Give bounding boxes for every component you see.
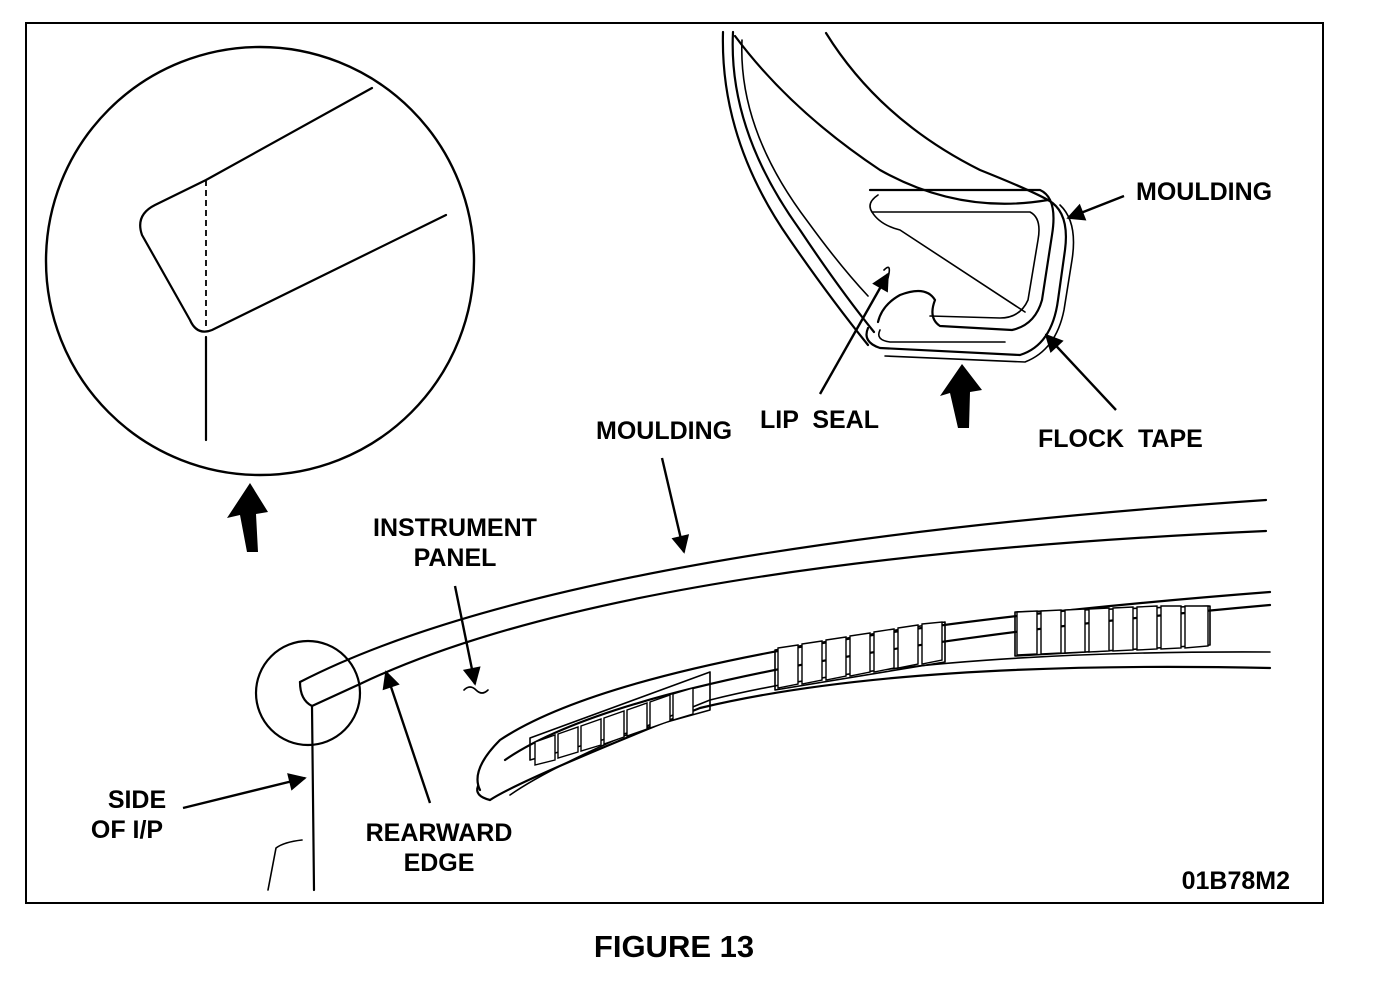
cross-section-detail [721, 30, 1075, 363]
view-direction-arrow-right [940, 364, 982, 428]
instrument-panel-label-line2: PANEL [414, 544, 497, 572]
lip-seal-label: LIP SEAL [760, 406, 879, 434]
moulding-detail-pointer [1066, 194, 1125, 221]
view-direction-arrow-left [227, 483, 268, 552]
rearward-edge-pointer [382, 670, 432, 804]
vent-group-left [534, 687, 694, 766]
lip-seal-pointer [818, 272, 890, 395]
side-of-ip-pointer [182, 773, 307, 810]
side-of-ip-label-line1: SIDE [108, 786, 166, 814]
figure-code-label: 01B78M2 [1182, 867, 1290, 895]
moulding-detail-label: MOULDING [1136, 178, 1272, 206]
rearward-edge-label-line2: EDGE [404, 849, 475, 877]
figure-caption: FIGURE 13 [594, 929, 754, 964]
side-of-ip-label-line2: OF I/P [91, 816, 163, 844]
figure-frame [25, 22, 1324, 904]
corner-callout-circle [254, 639, 362, 747]
detail-circle [44, 45, 476, 477]
flock-tape-pointer [1044, 333, 1117, 411]
moulding-main-pointer [660, 457, 690, 554]
instrument-panel-pointer [453, 585, 481, 686]
corner-detail-view [44, 45, 476, 477]
flock-tape-label: FLOCK TAPE [1038, 425, 1203, 453]
vent-group-center [777, 621, 943, 689]
vent-group-right [1016, 605, 1209, 656]
moulding-main-label: MOULDING [596, 417, 732, 445]
rearward-edge-label-line1: REARWARD [366, 819, 513, 847]
instrument-panel-label-line1: INSTRUMENT [373, 514, 537, 542]
